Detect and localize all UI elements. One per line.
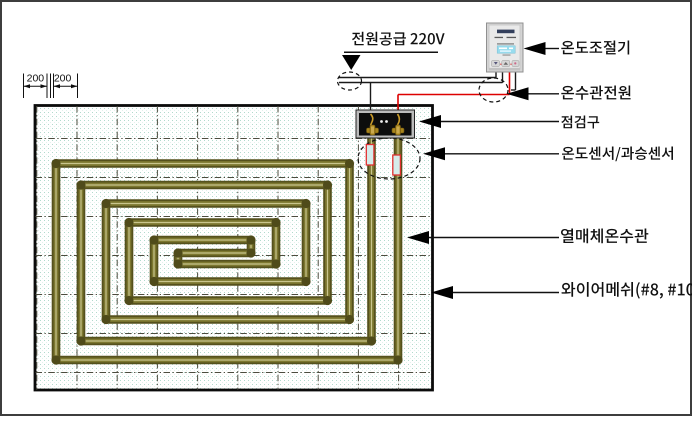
svg-text:200: 200 (54, 73, 72, 85)
svg-text:200: 200 (27, 73, 45, 85)
